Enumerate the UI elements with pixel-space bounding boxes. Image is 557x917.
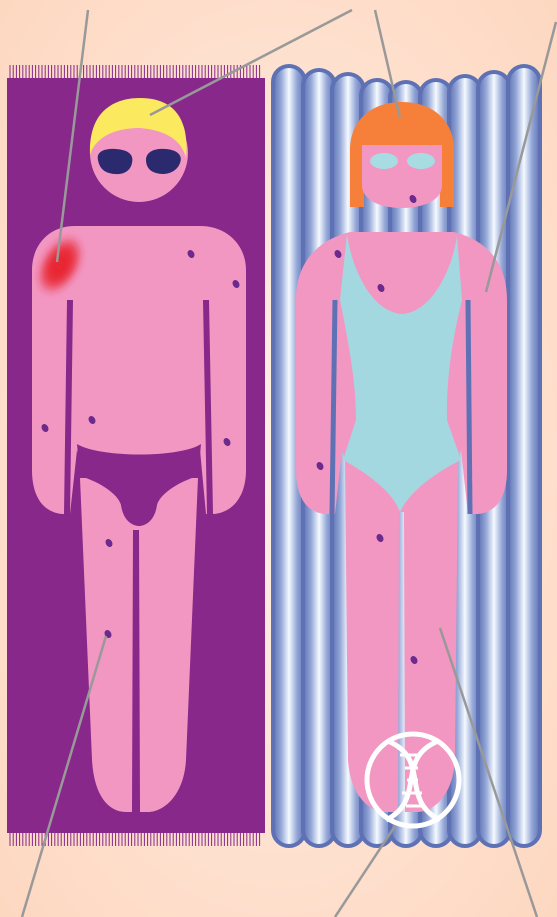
woman-head	[362, 145, 442, 208]
sunbed-tube	[508, 66, 540, 846]
man-left-arm-gap	[67, 300, 70, 514]
man-right-arm-gap	[206, 300, 210, 514]
woman-right-arm-gap	[468, 300, 470, 514]
woman-left-arm-gap	[332, 300, 335, 514]
